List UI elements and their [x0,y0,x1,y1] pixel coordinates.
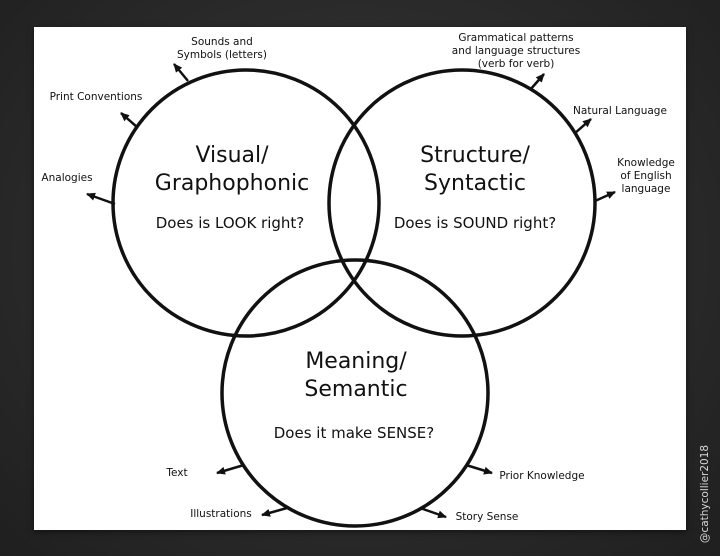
illustrations-label: Illustrations [190,508,252,520]
sounds-label-line2: Symbols (letters) [177,49,267,61]
analogies-arrow [86,192,116,206]
grammar-label-line1: Grammatical patterns [458,32,573,44]
text-arrow [216,463,245,475]
structure-title-line2: Syntactic [424,171,526,196]
structure-circle [327,68,597,338]
diagram-panel [34,27,686,530]
prior-arrow [465,463,493,475]
meaning-question: Does it make SENSE? [274,424,435,442]
grammar-arrow [529,73,545,91]
meaning-title-line1: Meaning/ [305,349,407,374]
visual-title-line1: Visual/ [195,143,269,168]
print-arrow [120,112,138,128]
story-label: Story Sense [456,511,519,523]
visual-circle [111,68,381,338]
watermark: @cathycollier2018 [699,445,711,543]
knowledge-arrow [594,190,616,203]
grammar-label-line3: (verb for verb) [478,58,555,70]
text-label: Text [165,467,187,479]
visual-title-line2: Graphophonic [155,171,309,196]
illustrations-arrow [261,506,288,517]
story-arrow [419,506,447,519]
grammar-label-line2: and language structures [452,45,580,57]
meaning-title-line2: Semantic [304,377,407,402]
print-label: Print Conventions [50,91,143,103]
knowledge-label-line2: of English [620,170,671,182]
analogies-label: Analogies [41,172,92,184]
natural-arrow [573,118,592,135]
visual-question: Does is LOOK right? [156,214,305,232]
meaning-circle [220,258,490,528]
structure-title-line1: Structure/ [420,143,530,168]
sounds-label-line1: Sounds and [191,36,253,48]
sounds-arrow [173,63,189,82]
knowledge-label-line3: language [622,183,671,195]
prior-label: Prior Knowledge [499,470,584,482]
structure-question: Does is SOUND right? [394,214,556,232]
knowledge-label-line1: Knowledge [617,157,675,169]
natural-label: Natural Language [573,105,667,117]
